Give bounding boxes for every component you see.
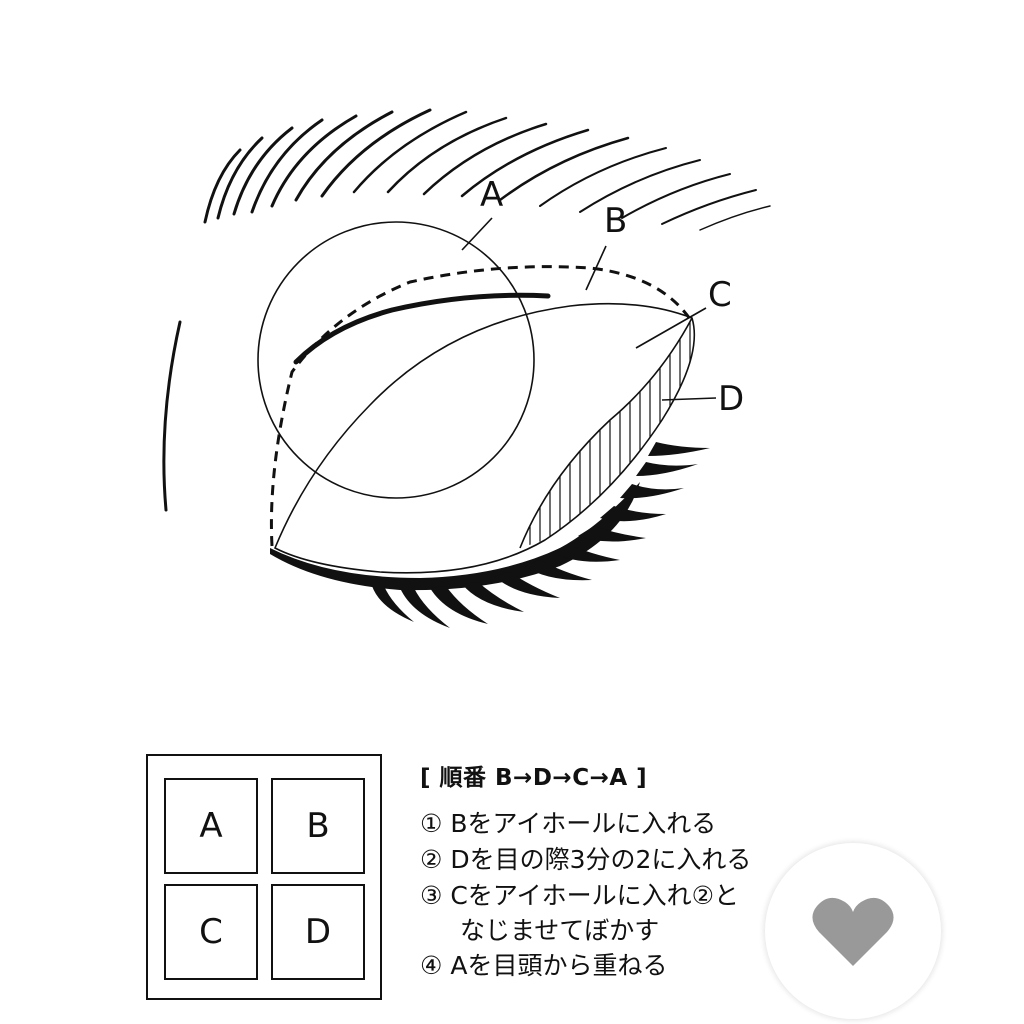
like-button[interactable] <box>764 842 942 1020</box>
heart-icon <box>812 897 894 966</box>
label-b: B <box>604 201 627 241</box>
step-1: ① Bをアイホールに入れる <box>420 809 717 838</box>
eyeshadow-palette: A B C D <box>146 754 382 1000</box>
zone-b-dashed <box>269 265 694 547</box>
lower-lid-line <box>270 482 640 591</box>
palette-pan-b: B <box>271 778 365 874</box>
step-3: ③ Cをアイホールに入れ②と <box>420 881 739 910</box>
label-leaders <box>461 217 717 401</box>
label-c: C <box>708 275 732 315</box>
nose-line <box>162 320 182 512</box>
palette-pan-a: A <box>164 778 258 874</box>
order-title: [ 順番 B→D→C→A ] <box>420 765 648 791</box>
eyelid-crease <box>293 292 551 365</box>
eyebrow <box>203 108 771 231</box>
step-3-continued: なじませてぼかす <box>460 916 660 945</box>
label-d: D <box>718 379 744 419</box>
label-a: A <box>480 175 503 215</box>
zone-d-outline <box>519 317 693 549</box>
eyelashes <box>372 442 710 628</box>
step-2: ② Dを目の際3分の2に入れる <box>420 845 752 874</box>
palette-pan-d: D <box>271 884 365 980</box>
palette-pan-c: C <box>164 884 258 980</box>
zone-a-circle <box>257 221 535 499</box>
instruction-list: [ 順番 B→D→C→A ] ① Bをアイホールに入れる ② Dを目の際3分の2… <box>420 758 820 984</box>
step-4: ④ Aを目頭から重ねる <box>420 951 668 980</box>
eye-shape <box>273 302 696 574</box>
